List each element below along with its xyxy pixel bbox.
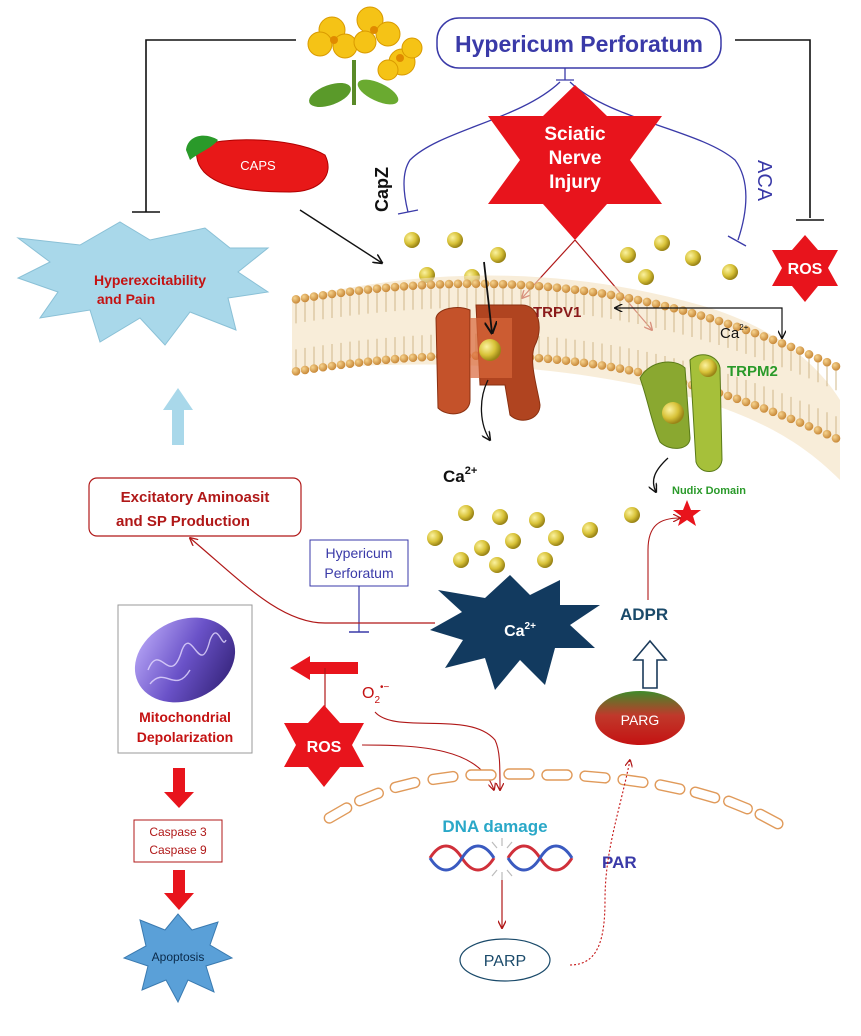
ca-burst-label: Ca2+ bbox=[504, 621, 536, 640]
top-drug-box: Hypericum Perforatum bbox=[436, 17, 722, 69]
hp-small-line1: Hypericum bbox=[326, 545, 393, 561]
hp-small-line2: Perforatum bbox=[324, 565, 393, 581]
parp-label: PARP bbox=[484, 953, 526, 970]
caps-pepper-image: CAPS bbox=[186, 135, 329, 193]
injury-label-line2: Nerve bbox=[549, 148, 602, 169]
excitatory-label-line2: and SP Production bbox=[116, 513, 250, 530]
caspase-label-line1: Caspase 3 bbox=[149, 825, 207, 839]
par-label: PAR bbox=[602, 853, 637, 872]
superoxide-label: O2•− bbox=[362, 682, 390, 706]
ros-to-mito-arrow bbox=[290, 656, 358, 680]
ros-mid-star: ROS bbox=[284, 705, 364, 787]
drug-inhibition-lines bbox=[397, 68, 747, 247]
mitochondria-box: Mitochondrial Depolarization bbox=[117, 604, 253, 754]
apoptosis-label: Apoptosis bbox=[152, 950, 205, 964]
trpm2-channel bbox=[639, 354, 723, 472]
trpm2-label: TRPM2 bbox=[727, 363, 778, 380]
mito-to-caspase-arrow bbox=[164, 768, 194, 808]
adpr-label: ADPR bbox=[620, 605, 668, 624]
adpr-to-nudix-arrow bbox=[647, 518, 680, 600]
caps-label: CAPS bbox=[240, 158, 276, 173]
trpv1-exit-arrow bbox=[480, 379, 490, 440]
trpm2-exit-arrow bbox=[653, 457, 669, 492]
superoxide-to-dna-arrow bbox=[374, 711, 500, 790]
dna-damage-label: DNA damage bbox=[442, 817, 547, 836]
pain-label-line2: and Pain bbox=[97, 291, 155, 307]
caspase-label-line2: Caspase 9 bbox=[149, 843, 207, 857]
aca-label: ACA bbox=[753, 160, 775, 202]
ca-main-label: Ca2+ bbox=[443, 465, 477, 486]
ca-small-label: Ca2+ bbox=[720, 323, 749, 342]
sciatic-nerve-injury-star: Sciatic Nerve Injury bbox=[488, 85, 662, 240]
excitatory-aminoacid-box: Excitatory Aminoasit and SP Production bbox=[88, 477, 302, 537]
trpv1-entry-arrow bbox=[483, 261, 492, 333]
mito-label-line2: Depolarization bbox=[137, 729, 233, 745]
parg-label: PARG bbox=[621, 712, 660, 728]
nudix-label: Nudix Domain bbox=[672, 485, 746, 497]
hyperexcitability-pain-burst: Hyperexcitability and Pain bbox=[16, 221, 270, 346]
intracellular-calcium-ions bbox=[427, 505, 640, 573]
mito-label-line1: Mitochondrial bbox=[139, 709, 231, 725]
injury-label-line3: Injury bbox=[549, 172, 601, 193]
ros-mid-label: ROS bbox=[307, 739, 342, 756]
excitatory-label-line1: Excitatory Aminoasit bbox=[121, 489, 270, 506]
trpv1-channel bbox=[435, 304, 541, 421]
caps-arrow bbox=[299, 209, 382, 263]
outer-inhibition-lines bbox=[132, 39, 824, 221]
hypericum-small-box: Hypericum Perforatum bbox=[309, 539, 409, 633]
hypericum-flower-image bbox=[307, 6, 423, 108]
ros-top-label: ROS bbox=[788, 261, 823, 278]
injury-label-line1: Sciatic bbox=[544, 124, 606, 145]
caspase-box: Caspase 3 Caspase 9 bbox=[133, 819, 223, 863]
parg-to-adpr-arrow bbox=[632, 639, 668, 689]
top-drug-label: Hypericum Perforatum bbox=[455, 31, 703, 57]
apoptosis-burst: Apoptosis bbox=[122, 913, 234, 1004]
caspase-to-apoptosis-arrow bbox=[164, 870, 194, 910]
trpv1-trpm2-link: Ca2+ bbox=[615, 308, 782, 342]
mitochondrion-image bbox=[134, 617, 236, 703]
parp-box: PARP bbox=[459, 938, 551, 982]
nudix-star bbox=[673, 500, 701, 526]
parg-box: PARG bbox=[595, 691, 685, 745]
nuclear-envelope bbox=[323, 768, 784, 830]
trpv1-label: TRPV1 bbox=[533, 304, 581, 321]
dna-helix-image bbox=[428, 838, 574, 880]
up-arrow-to-pain bbox=[163, 388, 193, 445]
pain-label-line1: Hyperexcitability bbox=[94, 272, 206, 288]
ros-top-star: ROS bbox=[772, 235, 838, 302]
parp-to-parg-arrow bbox=[569, 760, 630, 966]
capz-label: CapZ bbox=[372, 167, 392, 212]
ca-to-excitatory-arrow bbox=[190, 538, 435, 624]
calcium-burst: Ca2+ bbox=[430, 575, 600, 690]
ros-to-dna-arrow bbox=[361, 744, 494, 790]
